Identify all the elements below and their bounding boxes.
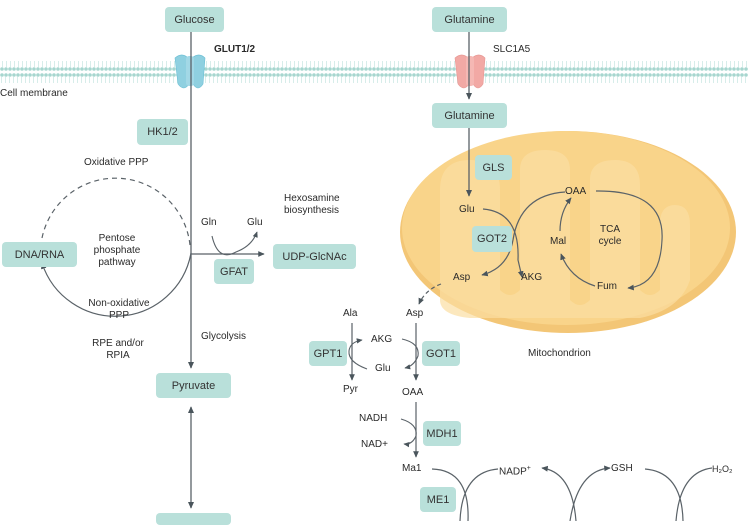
cyto-asp-label: Asp bbox=[406, 308, 424, 319]
mito-asp-label: Asp bbox=[453, 272, 471, 283]
cell-membrane bbox=[0, 61, 748, 85]
gls-enzyme-box: GLS bbox=[475, 155, 512, 180]
ppp-line1: Pentose bbox=[98, 233, 136, 244]
rpe-line: RPE and/or bbox=[92, 338, 144, 349]
mitochondrion-shape bbox=[400, 131, 736, 333]
glycolysis-label: Glycolysis bbox=[201, 331, 247, 342]
oxidative-ppp-arrow bbox=[41, 177, 191, 246]
oaa-to-asp-arc bbox=[481, 191, 566, 277]
nadp-left-arc bbox=[459, 468, 499, 521]
cyto-glu-label: Glu bbox=[375, 363, 391, 374]
tca-mal-to-oaa-arc bbox=[559, 197, 572, 232]
ppp-pathway-label: Pentose phosphate pathway bbox=[90, 233, 144, 269]
mitochondrion-label: Mitochondrion bbox=[528, 348, 591, 359]
mito-fum-label: Fum bbox=[597, 281, 617, 292]
nadp-label: NADP+ bbox=[499, 463, 531, 478]
gsh-right-arc bbox=[644, 468, 684, 521]
mito-akg-label: AKG bbox=[521, 272, 543, 283]
udp-glcnac-box: UDP-GlcNAc bbox=[273, 244, 356, 269]
pyruvate-box: Pyruvate bbox=[156, 373, 231, 398]
mito-oaa-label: OAA bbox=[565, 186, 587, 197]
hk12-enzyme-box: HK1/2 bbox=[137, 119, 188, 145]
non-oxidative-line2: PPP bbox=[108, 310, 129, 321]
me1-enzyme-box: ME1 bbox=[420, 487, 456, 512]
gsh-label: GSH bbox=[611, 463, 633, 474]
nadp-right-arc bbox=[541, 465, 577, 521]
tca-line2: cycle bbox=[598, 236, 622, 247]
slc1a5-label: SLC1A5 bbox=[493, 44, 531, 55]
pyr-label: Pyr bbox=[343, 384, 358, 395]
glu-to-akg-gpt1-arc bbox=[348, 338, 368, 370]
slc1a5-transporter-icon bbox=[454, 54, 486, 89]
tca-line1: TCA bbox=[600, 224, 620, 235]
gln-label: Gln bbox=[201, 217, 217, 228]
tca-fum-to-mal-arc bbox=[560, 253, 596, 287]
cyto-akg-label: AKG bbox=[371, 334, 393, 345]
non-oxidative-ppp-arrow bbox=[41, 252, 192, 317]
hexosamine-title: Hexosamine biosynthesis bbox=[284, 193, 340, 217]
gfat-enzyme-box: GFAT bbox=[214, 259, 254, 284]
ppp-line2: phosphate bbox=[93, 245, 141, 256]
glutamine-inside-box: Glutamine bbox=[432, 103, 507, 128]
nadp-superscript: + bbox=[526, 465, 531, 472]
gpt1-enzyme-box: GPT1 bbox=[309, 341, 347, 366]
h2o2-label: H₂O₂ bbox=[712, 464, 733, 474]
non-oxidative-ppp-label: Non-oxidative PPP bbox=[84, 298, 154, 322]
dna-rna-box: DNA/RNA bbox=[2, 242, 77, 267]
mito-mal-label: Mal bbox=[550, 236, 567, 247]
gln-glu-arc bbox=[211, 231, 258, 256]
cyto-mal-label: Ma1 bbox=[402, 463, 422, 474]
got2-enzyme-box: GOT2 bbox=[472, 226, 512, 252]
mdh1-enzyme-box: MDH1 bbox=[423, 421, 461, 446]
asp-export-arrow bbox=[418, 283, 442, 305]
rpe-rpia-label: RPE and/or RPIA bbox=[86, 338, 150, 362]
h2o2-arc bbox=[675, 467, 713, 521]
mito-glu-label: Glu bbox=[459, 204, 475, 215]
ppp-line3: pathway bbox=[98, 257, 136, 268]
cell-membrane-label: Cell membrane bbox=[0, 88, 68, 99]
akg-to-glu-got1-arc bbox=[401, 338, 419, 370]
bottom-box bbox=[156, 513, 231, 525]
cyto-oaa-label: OAA bbox=[402, 387, 424, 398]
nadh-label: NADH bbox=[359, 413, 388, 424]
hexosamine-line1: Hexosamine bbox=[284, 193, 340, 204]
rpia-line: RPIA bbox=[106, 350, 130, 361]
oxidative-ppp-label: Oxidative PPP bbox=[84, 157, 149, 168]
got1-enzyme-box: GOT1 bbox=[422, 341, 460, 366]
glutamine-outside-box: Glutamine bbox=[432, 7, 507, 32]
hexosamine-glu-label: Glu bbox=[247, 217, 263, 228]
gsh-left-arc bbox=[569, 465, 611, 521]
glut-transporter-icon bbox=[174, 54, 206, 89]
tca-oaa-to-fum-arc bbox=[595, 190, 663, 291]
glut12-label: GLUT1/2 bbox=[214, 44, 256, 55]
glucose-box: Glucose bbox=[165, 7, 224, 32]
nadh-to-nad-arc bbox=[400, 418, 417, 448]
mal-arc bbox=[431, 468, 469, 521]
tca-cycle-label: TCA cycle bbox=[595, 224, 625, 248]
hexosamine-line2: biosynthesis bbox=[284, 205, 340, 216]
nadp-text: NADP bbox=[499, 466, 527, 478]
non-oxidative-line1: Non-oxidative bbox=[88, 298, 150, 309]
glu-to-akg-arc bbox=[482, 208, 524, 278]
ala-label: Ala bbox=[343, 308, 358, 319]
nad-label: NAD+ bbox=[361, 439, 388, 450]
